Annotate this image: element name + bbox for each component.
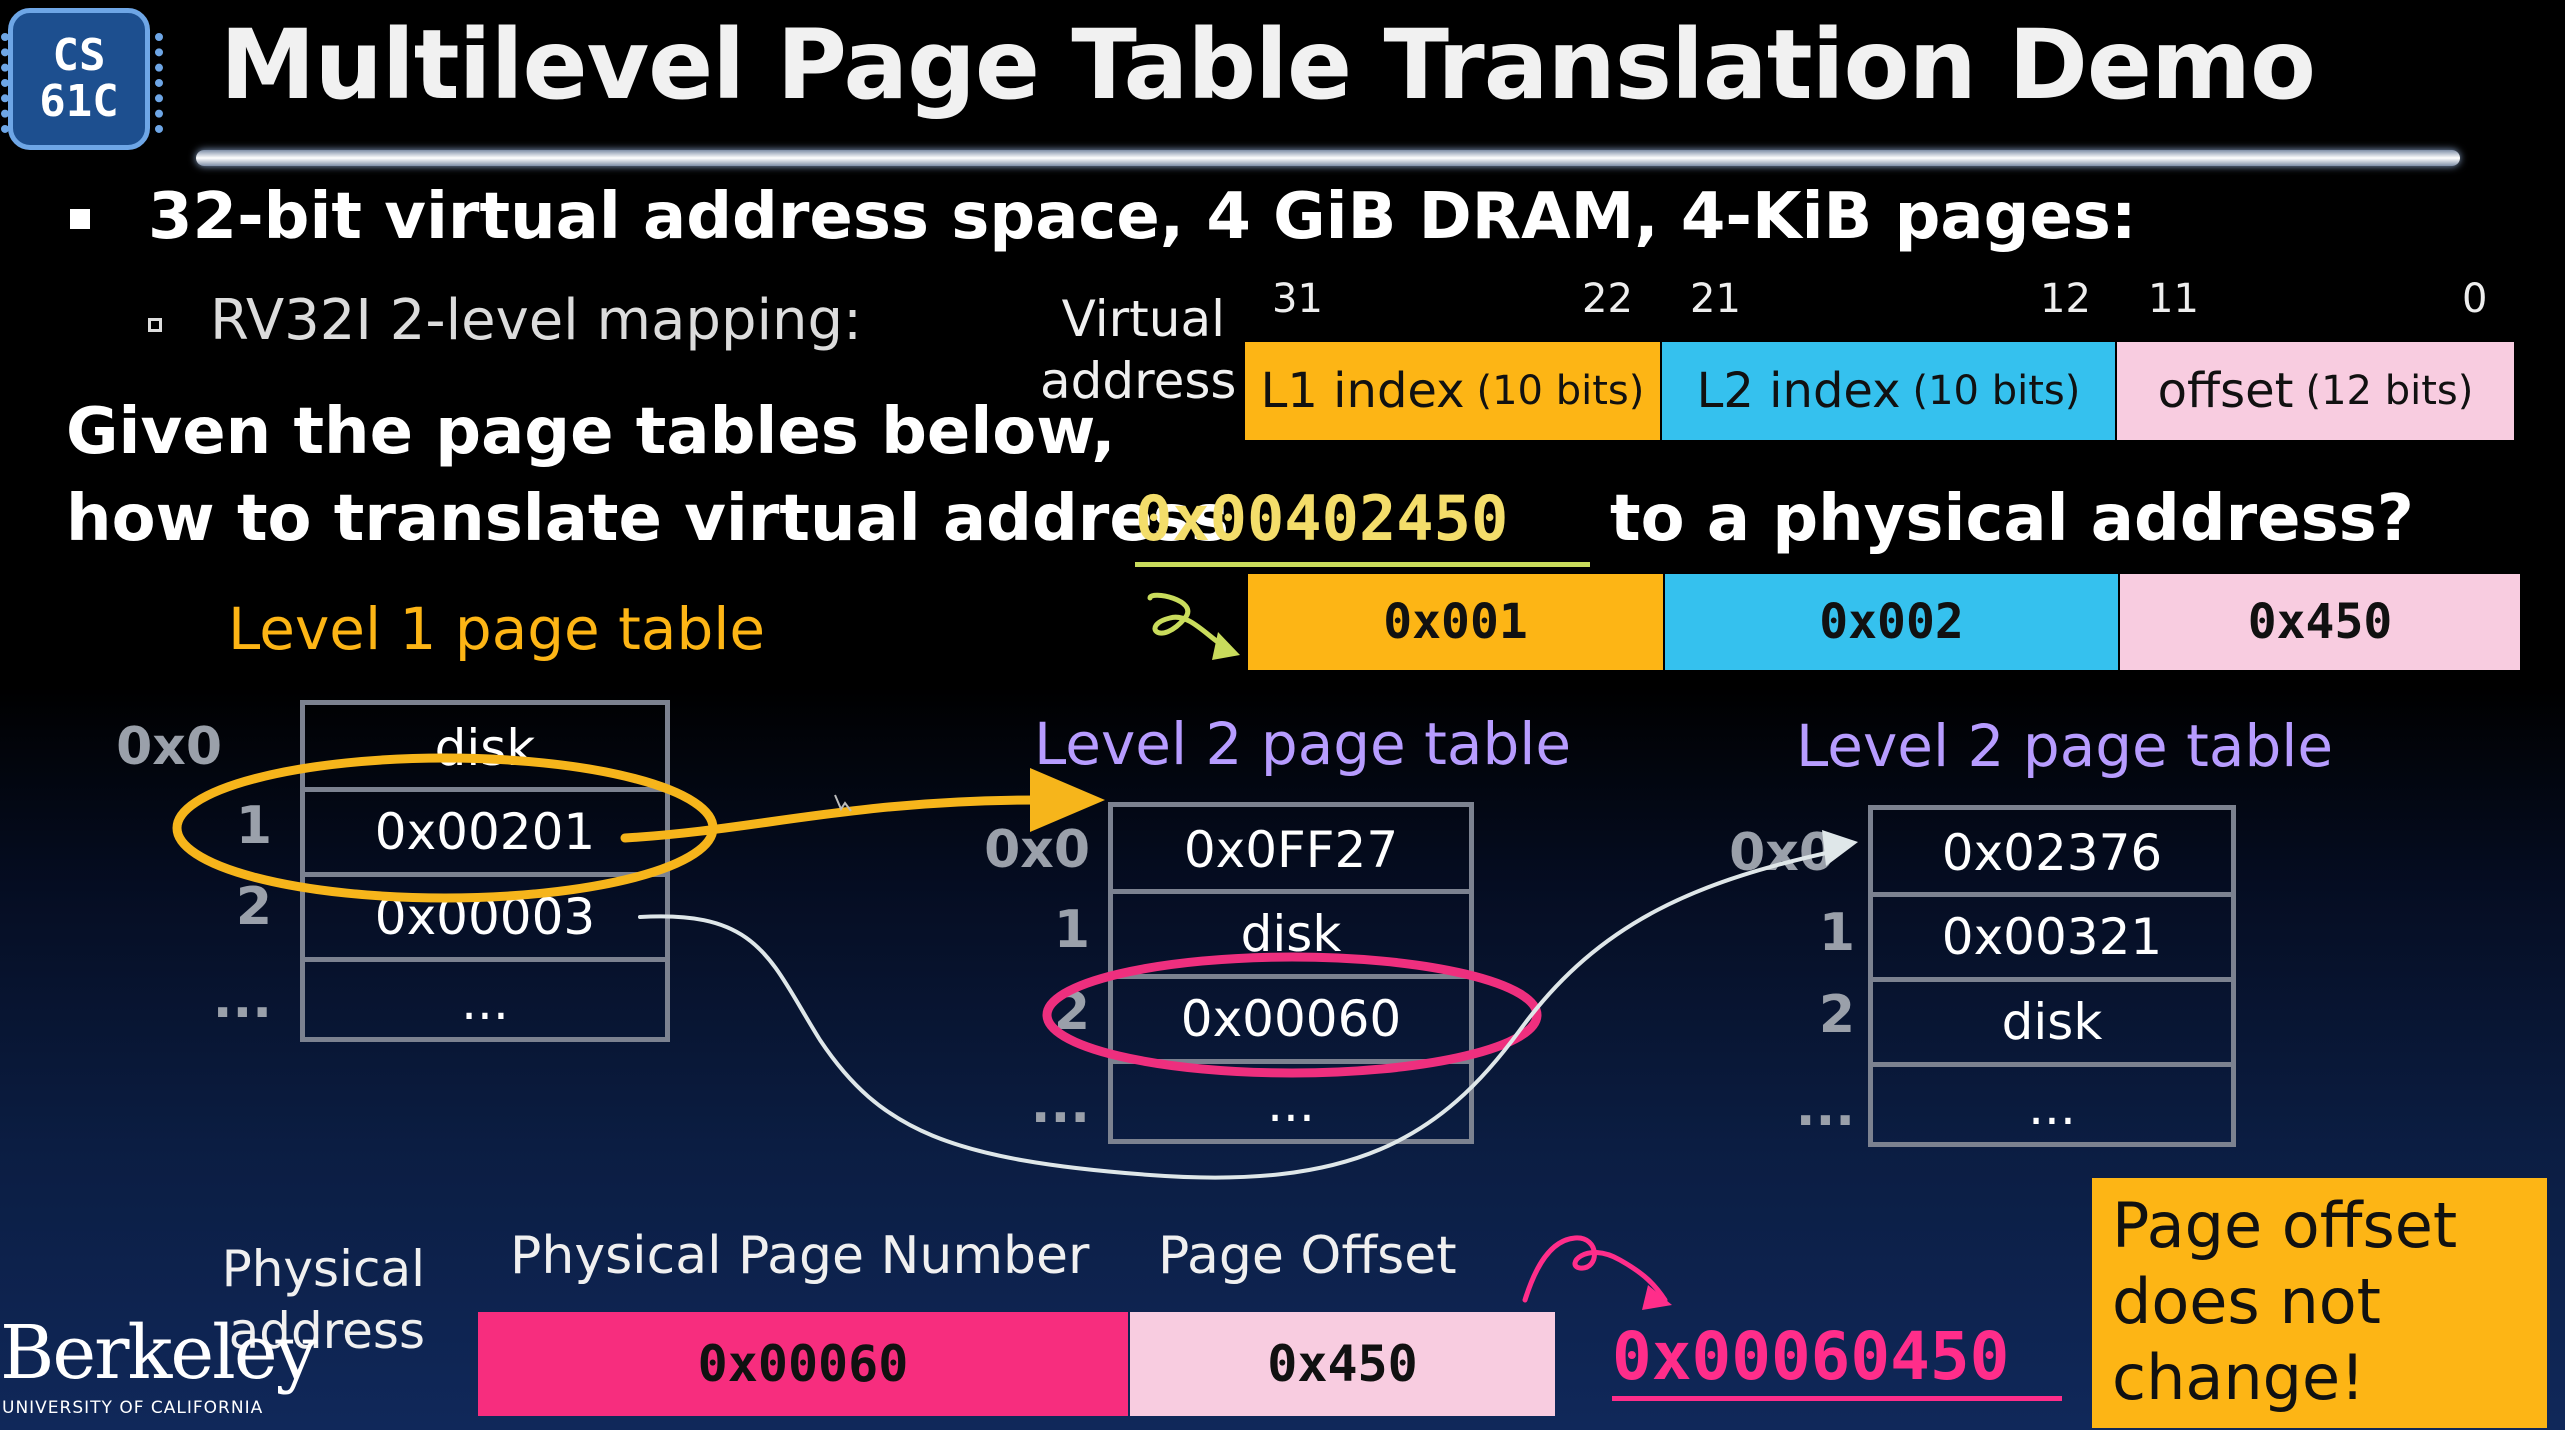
level1-index-2: 2 <box>235 877 272 937</box>
level2b-entry-2: disk <box>1873 977 2231 1062</box>
level2a-entry-2: 0x00060 <box>1113 974 1469 1059</box>
physical-address-result: 0x00060450 <box>1612 1318 2010 1395</box>
l1-to-l2-arrowhead <box>1030 768 1105 832</box>
split-scribble-arrowhead <box>1212 632 1240 660</box>
bit-12: 12 <box>2040 276 2091 322</box>
note-line3: change! <box>2112 1341 2366 1414</box>
ppn-value: 0x00060 <box>478 1312 1128 1416</box>
berkeley-logo: Berkeley <box>0 1310 317 1396</box>
level1-title: Level 1 page table <box>228 595 766 663</box>
page-offset-header: Page Offset <box>1158 1226 1457 1286</box>
l1-to-l2-arrow <box>620 795 1045 843</box>
level2a-title: Level 2 page table <box>1034 710 1572 778</box>
level2b-index-more: ... <box>1795 1078 1855 1138</box>
note-line2: does not <box>2112 1265 2381 1338</box>
split-scribble-arrow <box>1147 592 1233 653</box>
logo-line2: 61C <box>39 76 119 127</box>
bit-31: 31 <box>1272 276 1323 322</box>
level1-index-1: 1 <box>235 796 272 856</box>
l1-index-field: L1 index(10 bits) <box>1245 342 1660 440</box>
l2-index-bits: (10 bits) <box>1912 368 2081 414</box>
chip-pins-decoration <box>1 33 163 133</box>
l2-entry-circle <box>1042 952 1542 1078</box>
title-divider <box>196 150 2460 166</box>
bullet-marker <box>70 209 90 229</box>
level1-index-0: 0x0 <box>116 717 222 777</box>
offset-field: offset(12 bits) <box>2117 342 2514 440</box>
offset-value: 0x450 <box>2120 574 2520 670</box>
bullet-address-space: 32-bit virtual address space, 4 GiB DRAM… <box>148 180 2137 254</box>
virtual-address-underline <box>1135 562 1590 567</box>
level1-entry-more: ... <box>305 957 665 1042</box>
logo-line1: CS <box>52 30 106 81</box>
mouse-cursor-icon <box>834 794 852 812</box>
level2a-entry-0: 0x0FF27 <box>1183 820 1399 879</box>
level2b-entry-more: ... <box>1873 1062 2231 1147</box>
level2a-index-1: 1 <box>1053 900 1090 960</box>
level2a-index-more: ... <box>1030 1075 1090 1135</box>
note-line1: Page offset <box>2112 1189 2458 1262</box>
level2b-index-2: 2 <box>1818 985 1855 1045</box>
sub-bullet-mapping: RV32I 2-level mapping: <box>210 288 862 353</box>
level2b-index-1: 1 <box>1818 903 1855 963</box>
level1-entry-1: 0x00201 <box>305 787 665 872</box>
level1-index-more: ... <box>212 970 272 1030</box>
virtual-address-highlight: 0x00402450 <box>1135 482 1509 555</box>
physical-label-line2: address <box>228 1302 425 1360</box>
l1-entry2-pointer-arrowhead <box>1822 830 1858 866</box>
offset-note-box: Page offset does not change! <box>2092 1178 2547 1428</box>
physical-address-label: Physical address <box>210 1238 425 1362</box>
slide-title: Multilevel Page Table Translation Demo <box>220 9 2316 121</box>
level2a-index-0: 0x0 <box>984 820 1090 880</box>
virtual-address-label: Virtual address <box>1040 288 1237 412</box>
l1-index-value: 0x001 <box>1248 574 1663 670</box>
virtual-label-line1: Virtual <box>1061 290 1225 348</box>
question-line2-suffix: to a physical address? <box>1610 482 2414 556</box>
level2b-title: Level 2 page table <box>1796 712 2334 780</box>
l2-index-field: L2 index(10 bits) <box>1662 342 2115 440</box>
physical-address-underline <box>1612 1396 2062 1401</box>
cs61c-logo: CS 61C <box>1 8 163 150</box>
offset-bits: (12 bits) <box>2305 368 2474 414</box>
physical-label-line1: Physical <box>221 1240 425 1298</box>
berkeley-subtitle: UNIVERSITY OF CALIFORNIA <box>2 1398 264 1418</box>
l1-index-bits: (10 bits) <box>1476 368 1645 414</box>
level1-entry-0: disk <box>434 718 536 777</box>
l1-index-name: L1 index <box>1260 363 1465 419</box>
virtual-label-line2: address <box>1040 352 1237 410</box>
question-line2-prefix: how to translate virtual address <box>66 482 1229 556</box>
page-offset-value: 0x450 <box>1130 1312 1555 1416</box>
l2-index-value: 0x002 <box>1665 574 2118 670</box>
offset-name: offset <box>2157 363 2294 419</box>
l1-entry2-pointer-curve <box>638 848 1842 1180</box>
bit-0: 0 <box>2462 276 2488 322</box>
ppn-header: Physical Page Number <box>510 1226 1090 1286</box>
level2b-entry-1: 0x00321 <box>1873 892 2231 977</box>
question-line1: Given the page tables below, <box>66 395 1116 469</box>
result-scribble-arrow <box>1522 1235 1668 1303</box>
result-scribble-arrowhead <box>1642 1285 1672 1310</box>
sub-bullet-marker <box>148 318 162 332</box>
level2b-page-table: 0x02376 0x00321 disk ... <box>1868 805 2236 1147</box>
level2a-entry-more: ... <box>1113 1059 1469 1144</box>
l2-index-name: L2 index <box>1696 363 1901 419</box>
bit-11: 11 <box>2148 276 2199 322</box>
level2b-entry-0: 0x02376 <box>1941 823 2163 882</box>
l1-entry-circle <box>172 753 718 903</box>
bit-21: 21 <box>1690 276 1741 322</box>
bit-22: 22 <box>1582 276 1633 322</box>
